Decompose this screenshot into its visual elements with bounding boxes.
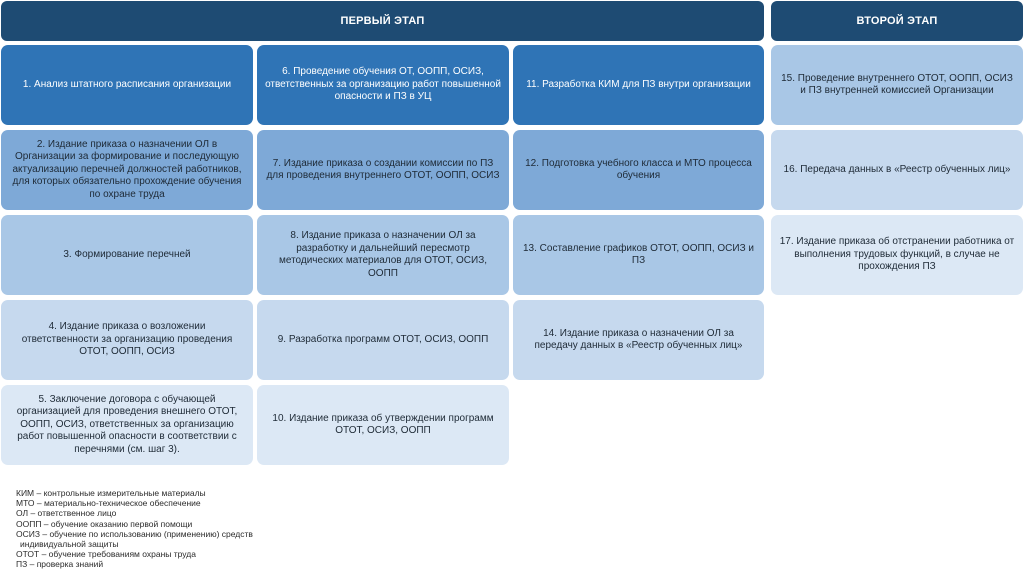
column-1: 1. Анализ штатного расписания организаци… — [1, 45, 253, 465]
legend-item-osiz-cont: индивидуальной защиты — [20, 539, 119, 550]
stage-1-title: ПЕРВЫЙ ЭТАП — [340, 15, 425, 27]
step-4-text: 4. Издание приказа о возложении ответств… — [21, 321, 233, 358]
step-17-text: 17. Издание приказа об отстранении работ… — [779, 236, 1015, 273]
column-2: 6. Проведение обучения ОТ, ООПП, ОСИЗ, о… — [257, 45, 509, 465]
step-15-box: 15. Проведение внутреннего ОТОТ, ООПП, О… — [771, 45, 1023, 125]
step-7-text: 7. Издание приказа о создании комиссии п… — [266, 157, 500, 182]
step-4-box: 4. Издание приказа о возложении ответств… — [1, 300, 253, 380]
step-6-text: 6. Проведение обучения ОТ, ООПП, ОСИЗ, о… — [265, 66, 501, 103]
step-16-text: 16. Передача данных в «Реестр обученных … — [783, 163, 1011, 175]
step-8-box: 8. Издание приказа о назначении ОЛ за ра… — [257, 215, 509, 295]
step-12-box: 12. Подготовка учебного класса и МТО про… — [513, 130, 764, 210]
legend-item-oopp: ООПП – обучение оказанию первой помощи — [16, 518, 193, 529]
step-16-box: 16. Передача данных в «Реестр обученных … — [771, 130, 1023, 210]
step-5-text: 5. Заключение договора с обучающей орган… — [16, 393, 238, 455]
column-3: 11. Разработка КИМ для ПЗ внутри организ… — [513, 45, 764, 380]
legend-item-mto: МТО – материально-техническое обеспечени… — [16, 498, 201, 509]
step-13-text: 13. Составление графиков ОТОТ, ООПП, ОСИ… — [523, 242, 754, 267]
step-10-box: 10. Издание приказа об утверждении прогр… — [257, 385, 509, 465]
step-3-box: 3. Формирование перечней — [1, 215, 253, 295]
step-8-text: 8. Издание приказа о назначении ОЛ за ра… — [278, 230, 488, 279]
step-17-box: 17. Издание приказа об отстранении работ… — [771, 215, 1023, 295]
legend-item-kim: КИМ – контрольные измерительные материал… — [16, 488, 206, 498]
step-7-box: 7. Издание приказа о создании комиссии п… — [257, 130, 509, 210]
step-9-box: 9. Разработка программ ОТОТ, ОСИЗ, ООПП — [257, 300, 509, 380]
step-2-text: 2. Издание приказа о назначении ОЛ в Орг… — [12, 138, 242, 200]
stage-1-header: ПЕРВЫЙ ЭТАП — [1, 1, 764, 41]
column-4: 15. Проведение внутреннего ОТОТ, ООПП, О… — [771, 45, 1023, 295]
legend-item-otot: ОТОТ – обучение требованиям охраны труда — [16, 549, 196, 560]
step-1-text: 1. Анализ штатного расписания организаци… — [22, 78, 232, 90]
step-13-box: 13. Составление графиков ОТОТ, ООПП, ОСИ… — [513, 215, 764, 295]
step-11-box: 11. Разработка КИМ для ПЗ внутри организ… — [513, 45, 764, 125]
step-14-text: 14. Издание приказа о назначении ОЛ за п… — [534, 327, 743, 352]
legend-item-osiz: ОСИЗ – обучение по использованию (примен… — [16, 528, 253, 539]
step-5-box: 5. Заключение договора с обучающей орган… — [1, 385, 253, 465]
step-9-text: 9. Разработка программ ОТОТ, ОСИЗ, ООПП — [277, 333, 489, 345]
legend-item-pz: ПЗ – проверка знаний — [16, 559, 104, 570]
step-12-text: 12. Подготовка учебного класса и МТО про… — [525, 157, 752, 182]
step-11-text: 11. Разработка КИМ для ПЗ внутри организ… — [526, 78, 751, 90]
step-10-text: 10. Издание приказа об утверждении прогр… — [272, 412, 494, 437]
abbreviations-legend: КИМ – контрольные измерительные материал… — [16, 488, 253, 570]
stage-2-header: ВТОРОЙ ЭТАП — [771, 1, 1023, 41]
step-1-box: 1. Анализ штатного расписания организаци… — [1, 45, 253, 125]
step-2-box: 2. Издание приказа о назначении ОЛ в Орг… — [1, 130, 253, 210]
step-15-text: 15. Проведение внутреннего ОТОТ, ООПП, О… — [781, 72, 1013, 97]
step-14-box: 14. Издание приказа о назначении ОЛ за п… — [513, 300, 764, 380]
step-6-box: 6. Проведение обучения ОТ, ООПП, ОСИЗ, о… — [257, 45, 509, 125]
step-3-text: 3. Формирование перечней — [63, 248, 191, 260]
legend-item-ol: ОЛ – ответственное лицо — [16, 508, 117, 519]
stage-2-title: ВТОРОЙ ЭТАП — [856, 15, 938, 27]
